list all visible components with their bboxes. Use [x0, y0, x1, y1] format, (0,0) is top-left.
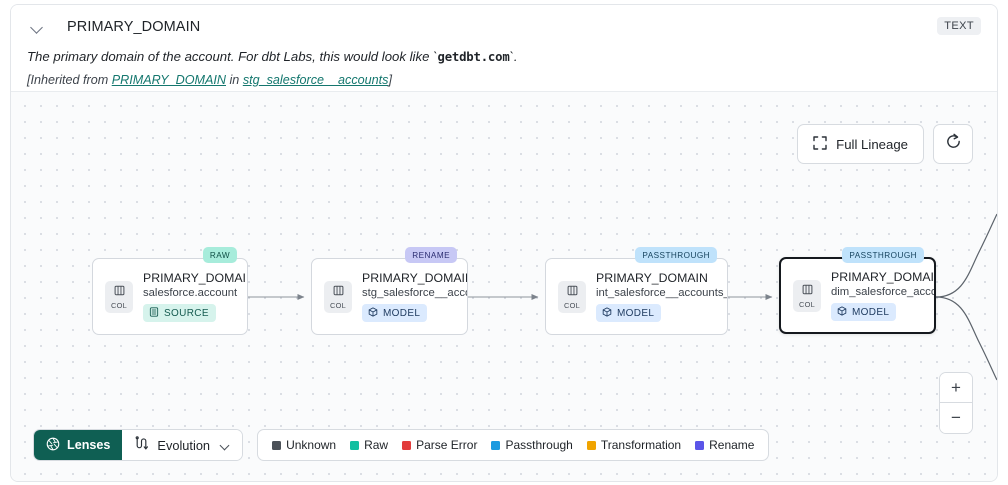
- zoom-in-button[interactable]: +: [940, 373, 972, 403]
- column-type-chip: COL: [793, 279, 821, 312]
- legend-swatch: [586, 440, 596, 450]
- node-transform-tag: PASSTHROUGH: [842, 247, 924, 263]
- cube-icon: [837, 305, 847, 319]
- node-kind-label: MODEL: [617, 307, 655, 319]
- legend-item[interactable]: Rename: [695, 438, 754, 452]
- legend-item[interactable]: Transformation: [586, 438, 682, 452]
- description-prefix: The primary domain of the account. For d…: [27, 49, 438, 64]
- lineage-node[interactable]: RAW COL PRIMARY_DOMAIN__C salesforce.accoun…: [92, 247, 248, 335]
- lineage-legend: Unknown Raw Parse Error Passthrough Transfor…: [257, 429, 770, 461]
- node-dataset-name: stg_salesforce__accounts: [362, 287, 467, 299]
- legend-item[interactable]: Unknown: [272, 438, 336, 452]
- column-type-chip: COL: [558, 280, 586, 313]
- column-icon: [333, 284, 344, 300]
- legend-label: Rename: [709, 438, 755, 452]
- node-column-name: PRIMARY_DOMAIN: [362, 271, 467, 285]
- cube-icon: [368, 306, 378, 320]
- legend-swatch: [402, 440, 412, 450]
- column-icon: [802, 283, 813, 299]
- legend-label: Raw: [364, 438, 389, 452]
- node-kind-badge: MODEL: [831, 303, 897, 321]
- page-title: PRIMARY_DOMAIN: [67, 19, 201, 35]
- legend-label: Parse Error: [416, 438, 478, 452]
- full-lineage-button[interactable]: Full Lineage: [797, 124, 924, 164]
- database-icon: [149, 306, 159, 320]
- lenses-label: Lenses: [67, 438, 111, 452]
- lineage-node[interactable]: PASSTHROUGH COL PRIMARY_DOMAIN dim_salesfor…: [779, 247, 936, 334]
- node-kind-badge: MODEL: [596, 304, 662, 322]
- column-chip-label: COL: [798, 299, 816, 309]
- node-kind-label: MODEL: [852, 306, 890, 318]
- legend-item[interactable]: Raw: [350, 438, 388, 452]
- inherited-suffix: ]: [388, 72, 392, 87]
- legend-swatch: [491, 440, 501, 450]
- node-column-name: PRIMARY_DOMAIN__C: [143, 271, 247, 285]
- node-dataset-name: int_salesforce__accounts_joined: [596, 287, 727, 299]
- column-chip-label: COL: [110, 300, 128, 310]
- chevron-down-icon[interactable]: [31, 20, 45, 34]
- inherited-column-link[interactable]: PRIMARY_DOMAIN: [111, 72, 226, 87]
- lineage-canvas[interactable]: Full Lineage RAW COL PRIMARY_DOMAIN__Csale…: [11, 91, 997, 481]
- node-column-name: PRIMARY_DOMAIN: [596, 271, 708, 285]
- node-column-name: PRIMARY_DOMAIN: [831, 270, 934, 284]
- legend-swatch: [350, 440, 360, 450]
- column-description: The primary domain of the account. For d…: [27, 48, 981, 66]
- description-code: getdbt.com: [437, 50, 510, 64]
- node-dataset-name: salesforce.account: [143, 287, 238, 299]
- node-kind-label: SOURCE: [164, 307, 209, 319]
- cube-icon: [602, 306, 612, 320]
- aperture-icon: [46, 437, 60, 454]
- zoom-controls: + −: [939, 372, 973, 434]
- node-kind-badge: MODEL: [362, 304, 428, 322]
- column-type-chip: COL: [105, 280, 133, 313]
- node-body: PRIMARY_DOMAIN__C salesforce.accountSOURC…: [143, 271, 247, 322]
- lineage-node[interactable]: RENAME COL PRIMARY_DOMAIN stg_salesforce__a…: [311, 247, 468, 335]
- inherited-middle: in: [226, 72, 243, 87]
- type-badge: TEXT: [937, 17, 981, 35]
- card-header: PRIMARY_DOMAIN TEXT The primary domain o…: [11, 5, 997, 90]
- canvas-bottom-bar: Lenses Evolution: [33, 429, 770, 461]
- column-chip-label: COL: [563, 300, 581, 310]
- legend-swatch: [695, 440, 705, 450]
- column-icon: [567, 284, 578, 300]
- legend-item[interactable]: Passthrough: [491, 438, 573, 452]
- chevron-down-icon: [220, 440, 231, 451]
- node-kind-badge: SOURCE: [143, 304, 216, 322]
- refresh-button[interactable]: [933, 124, 973, 164]
- node-body: PRIMARY_DOMAIN stg_salesforce__accountsMO…: [362, 271, 467, 322]
- legend-swatch: [272, 440, 282, 450]
- legend-label: Transformation: [600, 438, 682, 452]
- node-body: PRIMARY_DOMAIN int_salesforce__accounts_j…: [596, 271, 727, 322]
- column-icon: [114, 284, 125, 300]
- evolution-dropdown[interactable]: Evolution: [122, 430, 243, 460]
- lineage-node[interactable]: PASSTHROUGH COL PRIMARY_DOMAIN int_salesfor…: [545, 247, 728, 335]
- node-transform-tag: RAW: [202, 247, 237, 263]
- legend-label: Passthrough: [505, 438, 573, 452]
- lineage-edges: [248, 213, 997, 381]
- expand-corners-icon: [813, 135, 827, 153]
- legend-item[interactable]: Parse Error: [402, 438, 477, 452]
- inherited-prefix: [Inherited from: [27, 72, 112, 87]
- node-body: PRIMARY_DOMAIN dim_salesforce_accountsMOD…: [831, 270, 934, 321]
- zoom-out-button[interactable]: −: [940, 403, 972, 433]
- refresh-icon: [945, 133, 962, 155]
- lenses-evolution-group: Lenses Evolution: [33, 429, 244, 461]
- lenses-button[interactable]: Lenses: [34, 430, 123, 460]
- node-dataset-name: dim_salesforce_accounts: [831, 286, 934, 298]
- inherited-model-link[interactable]: stg_salesforce__accounts: [242, 72, 389, 87]
- evolution-icon: [134, 436, 149, 454]
- node-kind-label: MODEL: [383, 307, 421, 319]
- node-transform-tag: RENAME: [405, 247, 457, 263]
- description-suffix: `.: [509, 49, 518, 64]
- legend-label: Unknown: [286, 438, 337, 452]
- column-type-chip: COL: [324, 280, 352, 313]
- column-detail-card: PRIMARY_DOMAIN TEXT The primary domain o…: [10, 4, 998, 482]
- evolution-label: Evolution: [157, 437, 211, 453]
- node-transform-tag: PASSTHROUGH: [635, 247, 717, 263]
- inherited-from-line: [Inherited from PRIMARY_DOMAIN in stg_sa…: [27, 73, 981, 87]
- full-lineage-label: Full Lineage: [836, 136, 908, 152]
- canvas-controls: Full Lineage: [797, 124, 973, 164]
- column-chip-label: COL: [329, 300, 347, 310]
